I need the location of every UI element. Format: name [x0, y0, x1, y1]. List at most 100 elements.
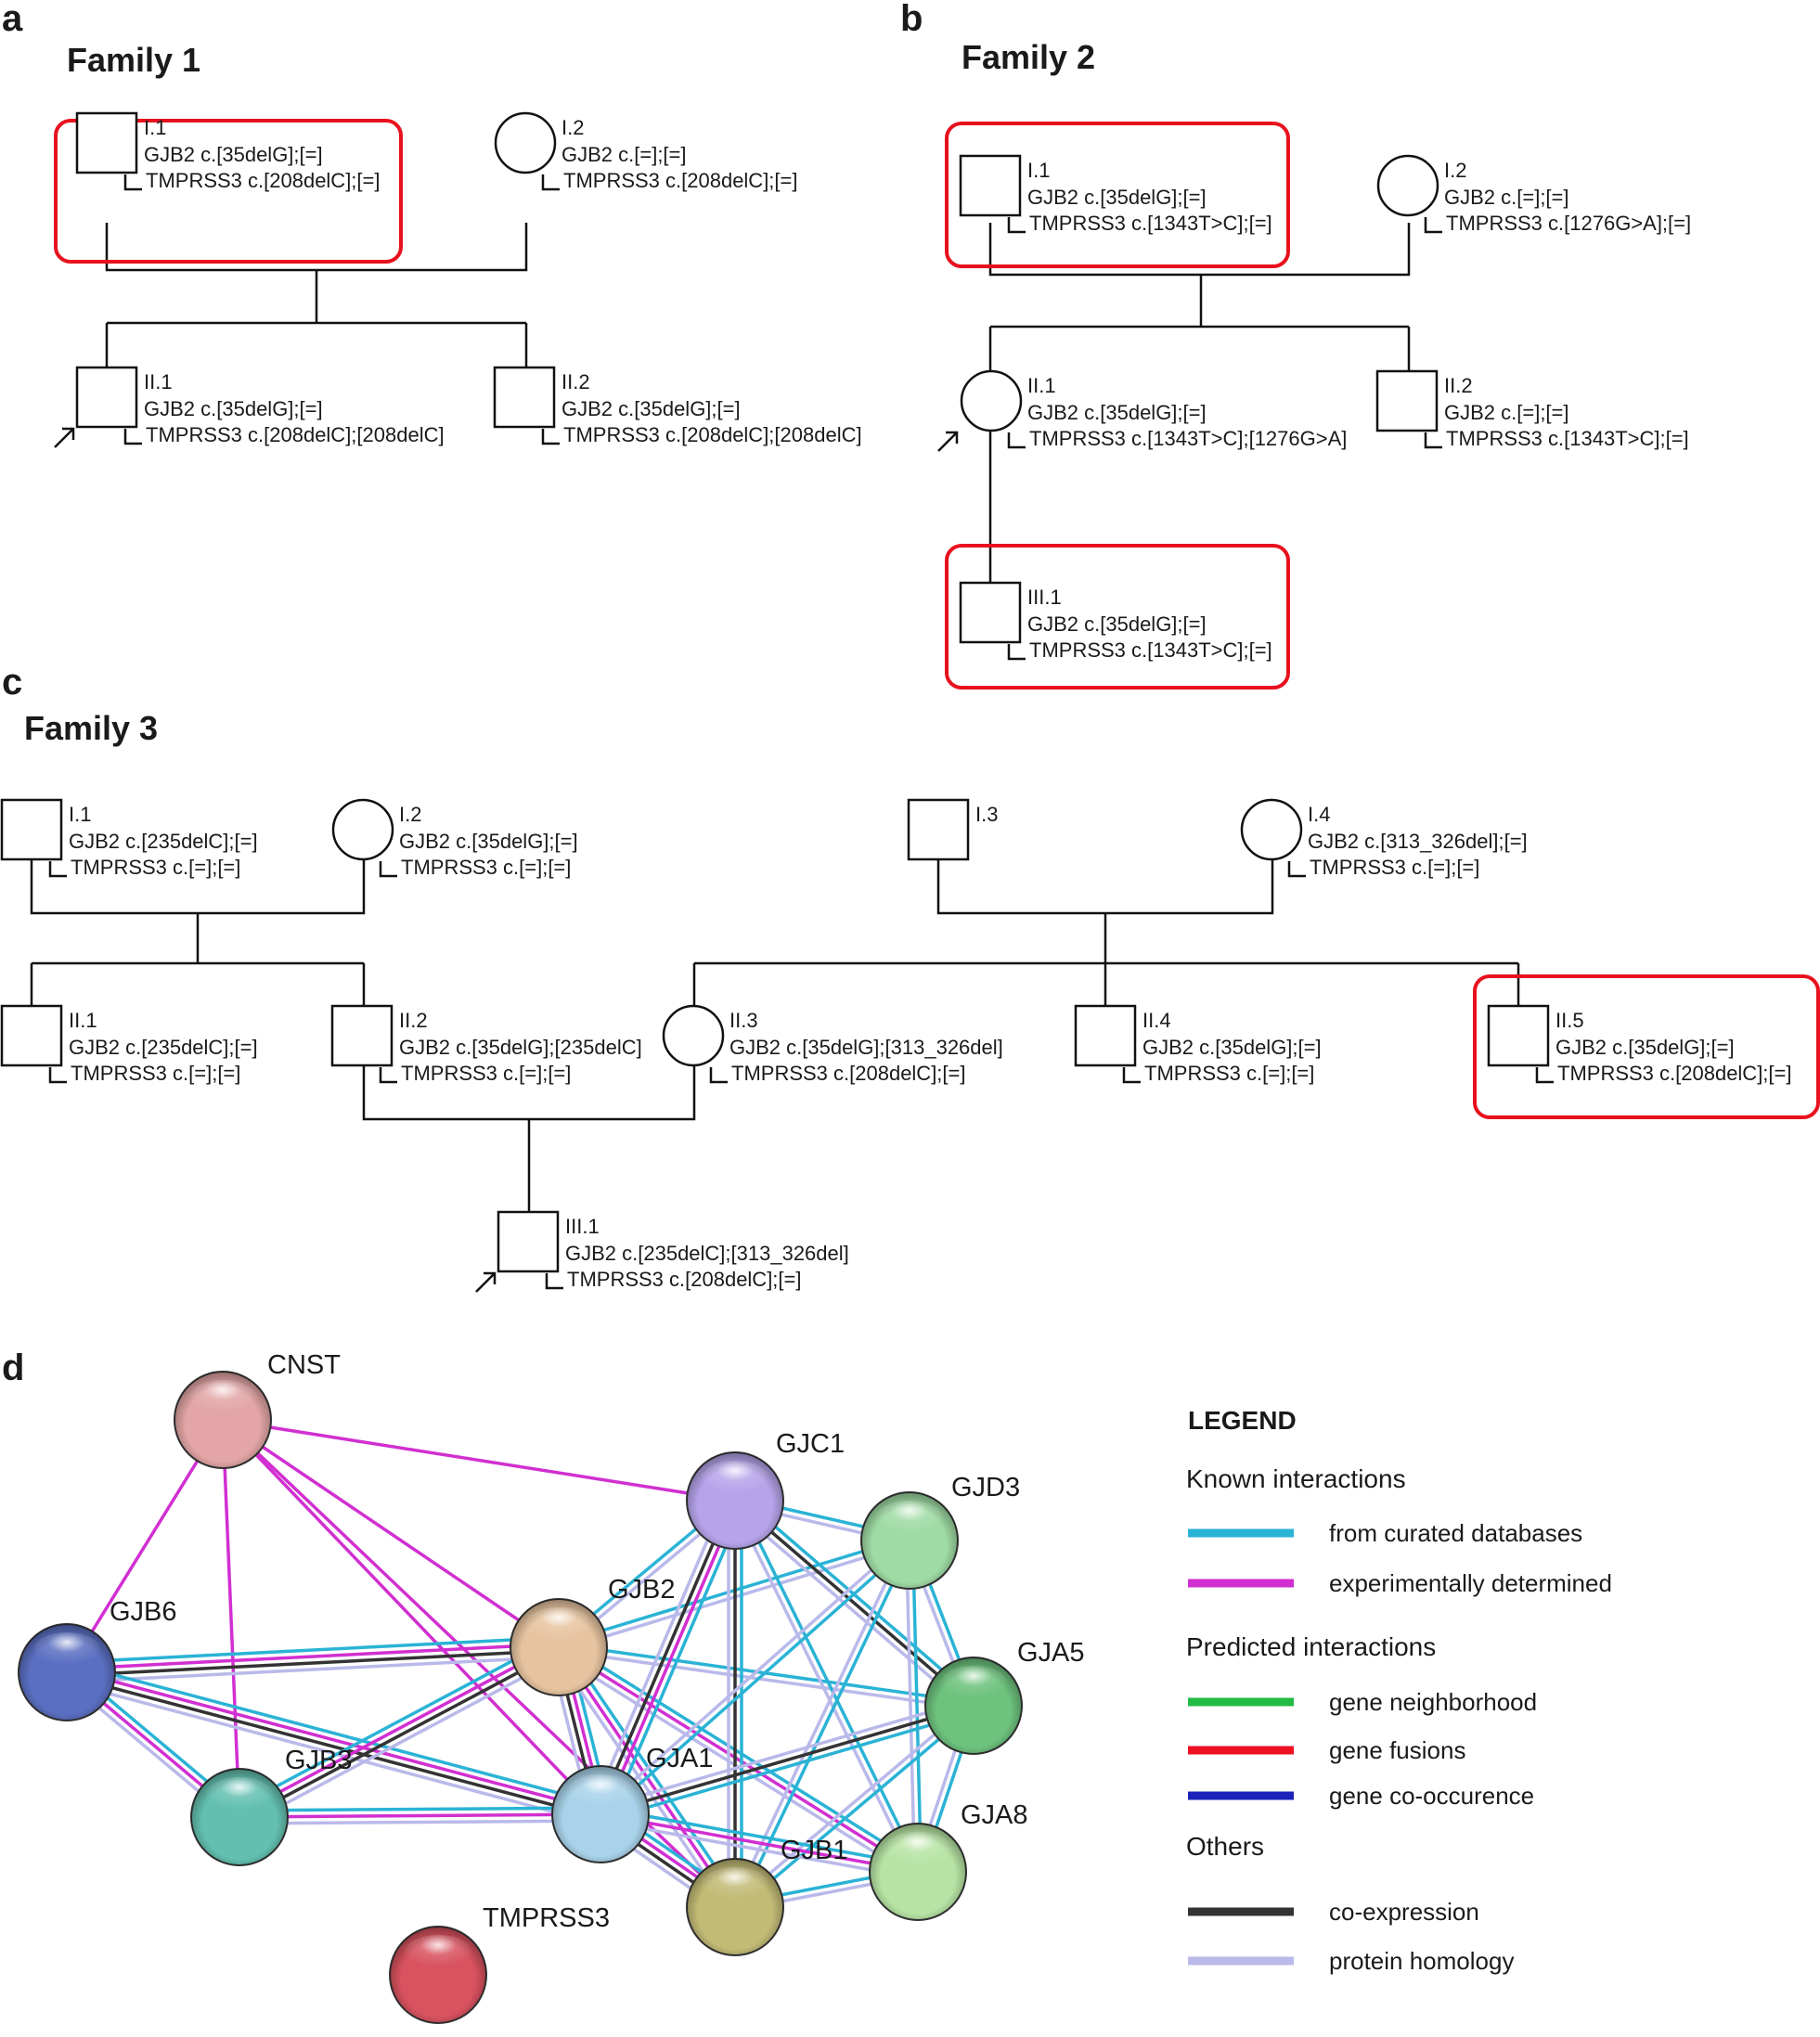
genotype-bracket	[709, 1067, 728, 1084]
legend-label-fusion: gene fusions	[1329, 1736, 1465, 1764]
individual-id: II.5	[1555, 1009, 1584, 1032]
edge-GJB3-GJB2-coexpression	[239, 1648, 562, 1822]
male-symbol	[1375, 369, 1439, 432]
tmprss3-genotype: TMPRSS3 c.[1343T>C];[=]	[1029, 638, 1272, 662]
node-highlight	[32, 1631, 101, 1670]
node-GJA1[interactable]: GJA1	[551, 1744, 714, 1863]
individual-id: II.2	[399, 1009, 428, 1032]
node-highlight	[566, 1773, 635, 1811]
panel-label-a: a	[2, 0, 23, 39]
node-CNST[interactable]: CNST	[174, 1350, 341, 1469]
gjb2-genotype: GJB2 c.[=];[=]	[1444, 401, 1569, 424]
node-GJB2[interactable]: GJB2	[510, 1575, 676, 1696]
node-label-GJC1: GJC1	[776, 1429, 845, 1459]
proband-arrow-icon	[937, 431, 959, 452]
node-GJC1[interactable]: GJC1	[686, 1429, 845, 1550]
edge-GJC1-GJA1-curated	[607, 1502, 746, 1820]
proband-arrow-icon	[54, 427, 75, 448]
gjb2-genotype: GJB2 c.[=];[=]	[561, 143, 687, 166]
male-symbol	[0, 1004, 63, 1067]
individual-id: I.2	[399, 803, 421, 826]
individual-id: I.4	[1308, 803, 1330, 826]
genotype-bracket	[379, 861, 397, 878]
node-GJB6[interactable]: GJB6	[18, 1597, 177, 1721]
family-3-title: Family 3	[24, 709, 158, 747]
individual-id: II.4	[1142, 1009, 1171, 1032]
gjb2-genotype: GJB2 c.[235delC];[313_326del]	[565, 1242, 849, 1265]
edge-GJB6-GJA1-homology	[62, 1680, 600, 1825]
edge-GJA5-GJB1-curated	[735, 1706, 978, 1912]
edge-GJB6-GJB2-experimental	[65, 1642, 561, 1671]
genotype-bracket	[48, 861, 67, 878]
male-symbol	[0, 798, 63, 861]
node-GJB1[interactable]: GJB1	[686, 1836, 848, 1956]
male-symbol	[907, 798, 970, 861]
genotype-bracket	[1287, 861, 1306, 878]
male-symbol	[1074, 1004, 1137, 1067]
node-label-GJB3: GJB3	[285, 1746, 353, 1775]
edge-GJB6-GJB2-curated	[64, 1635, 561, 1665]
edge-GJB3-GJB2-homology	[242, 1654, 565, 1828]
gjb2-genotype: GJB2 c.[35delG];[=]	[1555, 1036, 1735, 1059]
individual-id: I.2	[1444, 159, 1466, 182]
edge-GJB2-GJA8-experimental	[557, 1645, 920, 1874]
edge-GJA5-GJA1-curated	[600, 1709, 977, 1823]
gjb2-genotype: GJB2 c.[35delG];[=]	[399, 830, 578, 853]
edge-CNST-GJB6-experimental	[65, 1418, 225, 1674]
node-GJA5[interactable]: GJA5	[924, 1638, 1085, 1755]
genotype-bracket	[379, 1067, 397, 1084]
pedigree-line	[936, 859, 1274, 915]
gjb2-genotype: GJB2 c.[235delC];[=]	[69, 1036, 258, 1059]
edge-GJD3-GJA1-curated	[600, 1541, 914, 1819]
individual-id: I.1	[144, 116, 166, 139]
panel-label-b: b	[900, 0, 923, 39]
female-symbol	[331, 798, 394, 861]
legend-label-curated: from curated databases	[1329, 1519, 1582, 1547]
edge-GJC1-GJA8-homology	[730, 1500, 917, 1876]
male-symbol	[493, 366, 556, 429]
proband-arrow-icon	[475, 1271, 497, 1293]
edge-GJB3-GJB2-curated	[233, 1636, 556, 1811]
node-label-TMPRSS3: TMPRSS3	[483, 1903, 610, 1933]
individual-id: II.2	[561, 370, 590, 393]
edge-GJB6-GJB2-coexpression	[65, 1648, 561, 1678]
edge-GJD3-GJA8-curated	[910, 1539, 923, 1874]
genotype-bracket	[123, 174, 142, 191]
node-GJD3[interactable]: GJD3	[860, 1473, 1020, 1590]
panel-label-c: c	[2, 662, 22, 703]
edge-GJA1-GJA8-experimental	[599, 1812, 920, 1874]
edge-GJC1-GJA1-experimental	[601, 1500, 740, 1818]
tmprss3-genotype: TMPRSS3 c.[=];[=]	[71, 856, 240, 879]
edge-GJA5-GJA1-coexpression	[599, 1704, 975, 1816]
genotype-bracket	[1007, 217, 1026, 234]
tmprss3-genotype: TMPRSS3 c.[208delC];[=]	[146, 169, 381, 192]
node-GJA8[interactable]: GJA8	[869, 1800, 1028, 1921]
edge-GJB2-GJD3-curated	[556, 1535, 910, 1646]
node-GJB3[interactable]: GJB3	[190, 1746, 353, 1866]
legend-label-experimental: experimentally determined	[1329, 1569, 1612, 1597]
edge-GJA5-GJB1-homology	[730, 1701, 974, 1907]
individual-id: I.1	[69, 803, 91, 826]
node-highlight	[404, 1934, 472, 1972]
genotype-bracket	[48, 1067, 67, 1084]
edge-GJC1-GJA8-curated	[736, 1497, 923, 1873]
tmprss3-genotype: TMPRSS3 c.[1343T>C];[1276G>A]	[1029, 427, 1347, 450]
edge-GJB6-GJA1-curated	[67, 1661, 605, 1807]
tmprss3-genotype: TMPRSS3 c.[208delC];[=]	[563, 169, 798, 192]
node-TMPRSS3[interactable]: TMPRSS3	[389, 1903, 610, 2024]
tmprss3-genotype: TMPRSS3 c.[=];[=]	[401, 856, 571, 879]
carrier-highlight-box	[54, 119, 403, 264]
legend-heading: Predicted interactions	[1186, 1632, 1436, 1661]
edge-GJB3-GJB2-experimental	[236, 1643, 560, 1816]
